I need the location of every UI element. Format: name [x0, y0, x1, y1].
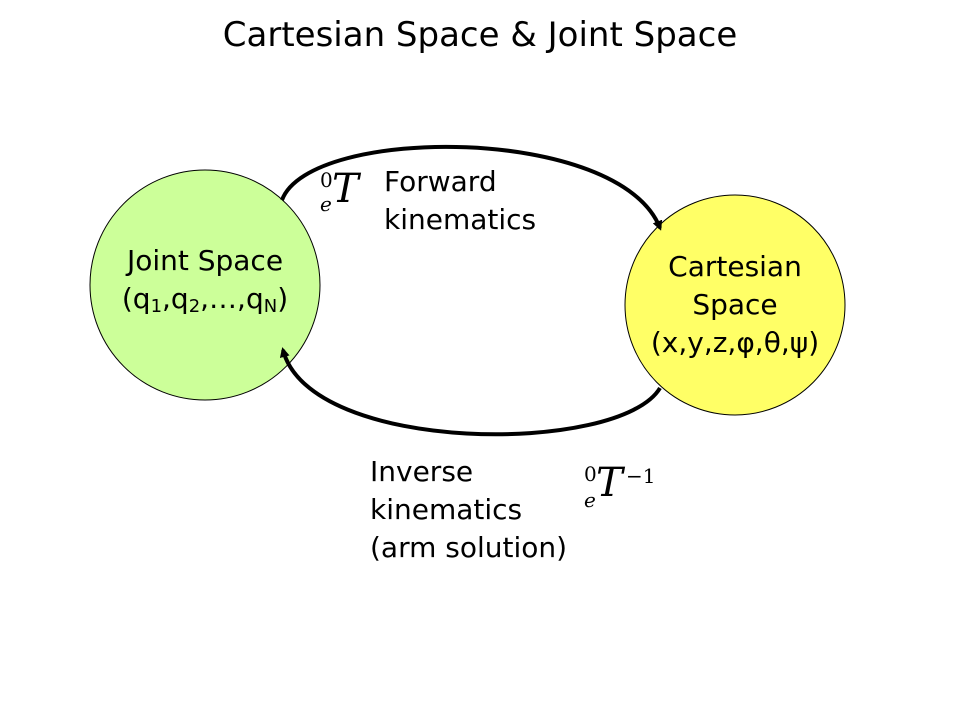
inverse-kinematics-label: Inverse kinematics (arm solution)	[370, 453, 567, 567]
cartesian-space-title-line1: Cartesian	[668, 250, 802, 283]
forward-transform-math: 0 e T	[320, 166, 359, 216]
inverse-transform-math: 0 e T −1	[584, 460, 656, 512]
cartesian-space-title-line2: Space	[692, 288, 778, 321]
joint-space-title: Joint Space	[126, 244, 284, 277]
page-title: Cartesian Space & Joint Space	[222, 15, 738, 55]
inverse-kinematics-line3: (arm solution)	[370, 531, 568, 564]
inverse-kinematics-arrow	[279, 347, 662, 437]
forward-kinematics-label: Forward kinematics	[384, 163, 536, 239]
inverse-kinematics-line1: Inverse	[370, 455, 474, 488]
inverse-kinematics-line2: kinematics	[370, 493, 523, 526]
cartesian-space-coords: (x,y,z,φ,θ,ψ)	[650, 326, 820, 359]
forward-kinematics-line2: kinematics	[384, 203, 537, 236]
cartesian-space-circle	[624, 194, 846, 416]
joint-space-label: Joint Space (q1,q2,…,qN)	[95, 242, 315, 318]
forward-kinematics-line1: Forward	[384, 165, 497, 198]
forward-kinematics-arrow	[280, 144, 663, 231]
cartesian-space-label: Cartesian Space (x,y,z,φ,θ,ψ)	[630, 248, 840, 362]
joint-space-coords: (q1,q2,…,qN)	[121, 282, 289, 317]
joint-space-circle	[89, 169, 321, 401]
